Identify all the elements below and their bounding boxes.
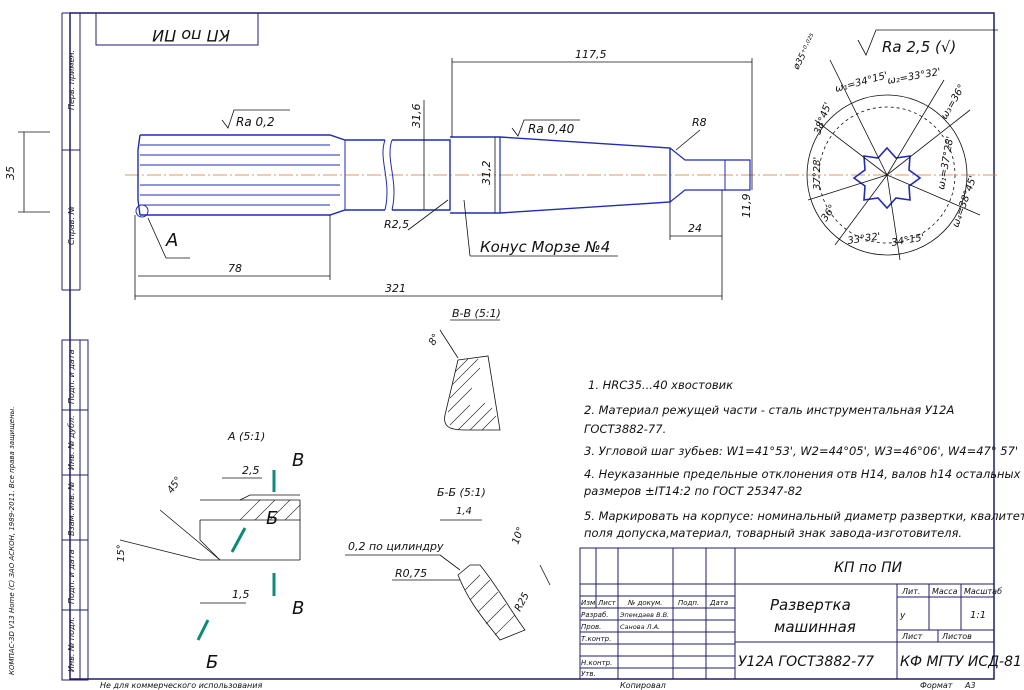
side-label-vzam: Взам. инв. № — [67, 482, 76, 536]
note-4: 4. Неуказанные предельные отклонения отв… — [584, 467, 1021, 481]
dim-31-2: 31,2 — [480, 161, 493, 186]
svg-text:15°: 15° — [116, 544, 127, 562]
svg-text:В: В — [292, 450, 304, 471]
side-label-inv-podl: Инв. № подл. — [67, 617, 76, 672]
note-3: 3. Угловой шаг зубьев: W1=41°53', W2=44°… — [584, 444, 1018, 458]
roughness-ra040: Ra 0,40 — [528, 122, 575, 136]
dim-321: 321 — [385, 282, 406, 295]
svg-text:2,5: 2,5 — [242, 464, 260, 477]
outer-frame — [69, 12, 995, 680]
svg-text:№ докум.: № докум. — [627, 599, 663, 607]
svg-text:Листов: Листов — [941, 632, 972, 641]
tb-material: У12А ГОСТ3882-77 — [738, 654, 874, 670]
svg-text:8°: 8° — [427, 332, 442, 347]
tb-code: КП по ПИ — [834, 560, 903, 576]
svg-text:у: у — [899, 611, 906, 621]
svg-text:ω₁=37°28': ω₁=37°28' — [936, 135, 956, 190]
section-v-v: В-В (5:1) 8° — [427, 307, 501, 431]
svg-text:Дата: Дата — [709, 599, 728, 607]
note-5: 5. Маркировать на корпусе: номинальный д… — [584, 509, 1024, 523]
bottom-note: Не для коммерческого использования — [100, 681, 262, 690]
note-4b: размеров ±IT14:2 по ГОСТ 25347-82 — [583, 484, 802, 498]
side-label-sprav: Справ. № — [67, 206, 76, 245]
side-label-podp2: Подп. и дата — [67, 549, 76, 604]
svg-text:Т.контр.: Т.контр. — [581, 635, 611, 643]
tb-name-1: Развертка — [770, 596, 851, 614]
svg-text:Разраб.: Разраб. — [581, 611, 609, 619]
svg-text:1,5: 1,5 — [232, 588, 250, 601]
svg-text:В: В — [292, 598, 304, 619]
note-2: 2. Материал режущей части - сталь инстру… — [584, 403, 954, 417]
svg-text:Н.контр.: Н.контр. — [581, 659, 612, 667]
section-vv-title: В-В (5:1) — [452, 307, 501, 320]
tb-name-2: машинная — [774, 618, 856, 636]
svg-text:36°: 36° — [819, 203, 838, 224]
section-bb-title: Б-Б (5:1) — [437, 486, 486, 499]
side-label-inv-dubl: Инв. № дубл. — [67, 415, 76, 470]
note-1: 1. HRC35...40 хвостовик — [588, 378, 733, 392]
title-box-mirrored — [95, 12, 259, 46]
dim-11-9: 11,9 — [740, 194, 753, 219]
detail-label-a: A — [165, 230, 178, 251]
tb-org: КФ МГТУ ИСД-81 — [900, 654, 1022, 670]
software-note: КОМПАС-3D V13 Home (С) ЗАО АСКОН, 1989-2… — [8, 407, 16, 675]
tooth-section: Ra 2,5 (√) ø35⁺⁰·⁰²⁵ ω₁=34°15' ω₂=33°32'… — [791, 29, 998, 261]
svg-text:Б: Б — [266, 508, 278, 529]
svg-text:0,2 по цилиндру: 0,2 по цилиндру — [348, 540, 444, 553]
section-a-title: А (5:1) — [227, 430, 265, 443]
svg-text:Масштаб: Масштаб — [964, 587, 1002, 596]
dim-117: 117,5 — [575, 48, 607, 61]
mirrored-title: КП по ПИ — [152, 26, 230, 45]
svg-text:Эпемдаев В.В.: Эпемдаев В.В. — [619, 611, 669, 619]
format-label: Формат — [920, 681, 953, 690]
svg-text:R0,75: R0,75 — [395, 567, 427, 580]
svg-text:45°: 45° — [165, 475, 184, 496]
svg-text:Санова Л.А.: Санова Л.А. — [620, 623, 660, 631]
dim-r2-5: R2,5 — [384, 218, 409, 231]
dim-35: 35 — [4, 131, 50, 213]
dim-31-6: 31,6 — [410, 104, 423, 129]
side-label-podp1: Подп. и дата — [67, 349, 76, 404]
svg-text:33°32': 33°32' — [847, 231, 881, 247]
section-a-detail: А (5:1) 45° 2,5 15° 1,5 В В Б Б — [116, 430, 304, 673]
reamer-body — [135, 134, 751, 218]
side-label-perv: Перв. примен. — [67, 50, 76, 110]
svg-text:Б: Б — [206, 652, 218, 673]
dim-24: 24 — [688, 222, 702, 235]
svg-text:37°28': 37°28' — [812, 157, 823, 190]
svg-text:1:1: 1:1 — [970, 610, 986, 621]
svg-text:Лист: Лист — [901, 632, 923, 641]
svg-text:R25: R25 — [513, 591, 532, 614]
svg-text:Пров.: Пров. — [581, 623, 601, 631]
side-stamp: Перв. примен. Справ. № Подп. и дата Инв.… — [8, 12, 89, 681]
dim-78: 78 — [228, 262, 242, 275]
note-5b: поля допуска,материал, товарный знак зав… — [584, 526, 962, 540]
section-b-b: Б-Б (5:1) 1,4 10° 0,2 по цилиндру R0,75 … — [345, 486, 551, 641]
svg-text:Масса: Масса — [932, 587, 958, 596]
svg-text:Лит.: Лит. — [901, 587, 920, 596]
roughness-main: Ra 2,5 (√) — [882, 38, 956, 56]
copied-label: Копировал — [620, 681, 666, 690]
svg-text:ω₃=36°: ω₃=36° — [939, 83, 968, 122]
cone-label: Конус Морзе №4 — [480, 238, 610, 256]
title-block: КП по ПИ Развертка машинная У12А ГОСТ388… — [579, 547, 1022, 680]
svg-text:35: 35 — [4, 166, 17, 180]
svg-text:ø35⁺⁰·⁰²⁵: ø35⁺⁰·⁰²⁵ — [791, 32, 819, 72]
svg-text:Изм.: Изм. — [581, 599, 597, 607]
svg-text:Подп.: Подп. — [678, 599, 699, 607]
svg-text:1,4: 1,4 — [456, 506, 472, 517]
svg-text:Лист: Лист — [597, 599, 617, 607]
format-value: А3 — [964, 681, 976, 690]
svg-text:10°: 10° — [510, 526, 526, 546]
svg-text:Утв.: Утв. — [581, 670, 596, 678]
svg-text:ω₁=34°15': ω₁=34°15' — [834, 70, 889, 95]
svg-text:ω₂=33°32': ω₂=33°32' — [887, 67, 942, 87]
roughness-ra02: Ra 0,2 — [236, 115, 275, 129]
note-2b: ГОСТ3882-77. — [584, 422, 666, 436]
svg-text:38°45': 38°45' — [812, 101, 834, 136]
technical-notes: 1. HRC35...40 хвостовик 2. Материал режу… — [583, 378, 1024, 540]
dim-r8: R8 — [692, 116, 707, 129]
reamer-dimensions: 117,5 31,6 31,2 321 78 24 11,9 R8 R2,5 R… — [134, 48, 753, 300]
